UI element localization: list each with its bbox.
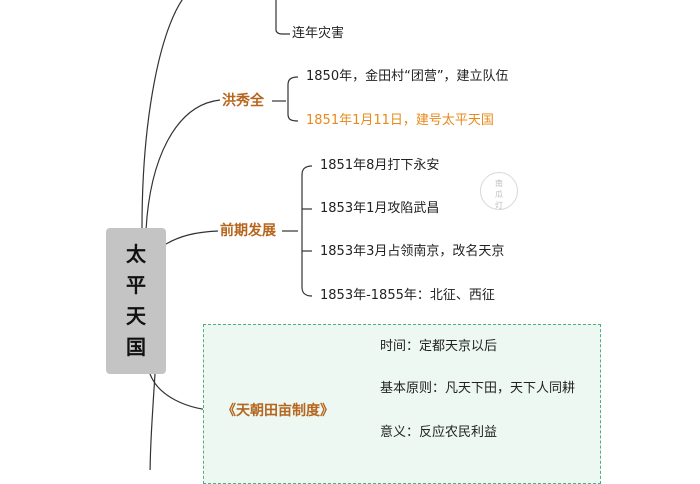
leaf-principle: 基本原则：凡天下田，天下人同耕 (380, 381, 576, 396)
connector-branch1-bracket (287, 76, 299, 122)
branch-land-system: 《天朝田亩制度》 (222, 403, 334, 419)
root-char-3: 天 (126, 304, 146, 328)
policy-highlight-box (203, 324, 601, 484)
leaf-wuchang: 1853年1月攻陷武昌 (320, 201, 440, 216)
connector-root-branch0 (141, 0, 183, 229)
leaf-disasters: 连年灾害 (292, 26, 345, 41)
root-char-2: 平 (126, 273, 146, 297)
branch-hong-xiuquan: 洪秀全 (222, 93, 264, 109)
leaf-yongan: 1851年8月打下永安 (320, 158, 440, 173)
leaf-founding-date: 1851年1月11日，建号太平天国 (306, 113, 494, 128)
branch-early-development: 前期发展 (220, 223, 276, 239)
connector-branch2-bracket (301, 165, 313, 297)
root-char-1: 太 (126, 242, 146, 266)
connector-branch0-bracket (275, 0, 290, 35)
connector-root-branch4 (149, 373, 156, 470)
leaf-nanjing: 1853年3月占领南京，改名天京 (320, 244, 505, 259)
leaf-expeditions: 1853年-1855年：北征、西征 (320, 288, 495, 303)
mind-map: 太 平 天 国 连年灾害 洪秀全 1850年，金田村“团营”，建立队伍 1851… (106, 0, 601, 484)
leaf-time: 时间：定都天京以后 (380, 339, 498, 354)
connector-root-branch2 (165, 230, 219, 245)
leaf-jintian-uprising: 1850年，金田村“团营”，建立队伍 (306, 69, 509, 84)
leaf-significance: 意义：反应农民利益 (380, 425, 498, 440)
root-node: 太 平 天 国 (106, 228, 166, 374)
connector-root-branch1 (145, 99, 221, 231)
root-char-4: 国 (126, 335, 146, 359)
watermark-seal-icon: 南 瓜 灯 (480, 172, 518, 210)
